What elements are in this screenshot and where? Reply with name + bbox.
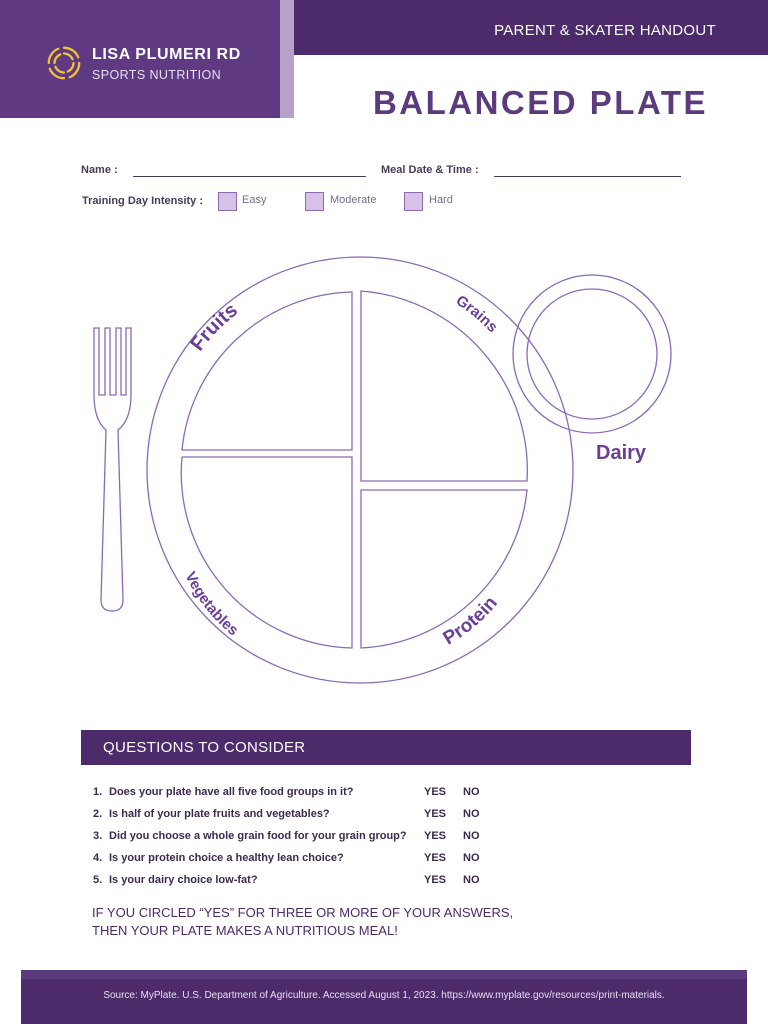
dairy-cup-outer [512, 274, 672, 434]
easy-checkbox[interactable] [218, 192, 237, 211]
questions-title: QUESTIONS TO CONSIDER [103, 739, 306, 756]
plate-rim [146, 256, 574, 684]
question-text: Does your plate have all five food group… [109, 786, 354, 798]
question-text: Is your protein choice a healthy lean ch… [109, 852, 344, 864]
question-row: 5. Is your dairy choice low-fat? YES NO [93, 874, 513, 892]
question-row: 3. Did you choose a whole grain food for… [93, 830, 513, 848]
footer-accent [21, 970, 747, 979]
dairy-label: Dairy [596, 442, 647, 464]
no-option[interactable]: NO [463, 808, 480, 820]
brand-name: LISA PLUMERI RD [92, 46, 241, 63]
conclusion-line-1: IF YOU CIRCLED “YES” FOR THREE OR MORE O… [92, 905, 514, 920]
footer: Source: MyPlate. U.S. Department of Agri… [21, 970, 747, 1024]
yes-option[interactable]: YES [424, 874, 447, 886]
yes-option[interactable]: YES [424, 830, 447, 842]
top-band [294, 0, 768, 55]
intensity-label: Training Day Intensity : [82, 195, 204, 207]
no-option[interactable]: NO [463, 874, 480, 886]
fruits-section [181, 291, 353, 451]
question-number: 1. [93, 786, 103, 798]
yes-option[interactable]: YES [424, 852, 447, 864]
question-text: Is your dairy choice low-fat? [109, 874, 258, 886]
dairy-cup-inner [526, 288, 658, 420]
question-text: Is half of your plate fruits and vegetab… [109, 808, 330, 820]
question-number: 5. [93, 874, 103, 886]
protein-label: Protein [440, 593, 502, 650]
brand-stripe [280, 0, 294, 118]
question-number: 2. [93, 808, 103, 820]
grains-section [360, 290, 528, 482]
protein-section [360, 489, 528, 649]
hard-label: Hard [429, 194, 453, 206]
no-option[interactable]: NO [463, 830, 480, 842]
question-row: 4. Is your protein choice a healthy lean… [93, 852, 513, 870]
handout-label: PARENT & SKATER HANDOUT [494, 22, 716, 39]
no-option[interactable]: NO [463, 852, 480, 864]
sun-logo-icon [47, 46, 81, 80]
question-row: 2. Is half of your plate fruits and vege… [93, 808, 513, 826]
no-option[interactable]: NO [463, 786, 480, 798]
source-citation: Source: MyPlate. U.S. Department of Agri… [103, 990, 665, 1001]
moderate-label: Moderate [330, 194, 377, 206]
vegetables-section [180, 456, 353, 649]
brand-box [0, 0, 280, 118]
question-number: 3. [93, 830, 103, 842]
page-title: BALANCED PLATE [372, 84, 708, 121]
question-row: 1. Does your plate have all five food gr… [93, 786, 513, 804]
brand-subtitle: SPORTS NUTRITION [92, 68, 222, 82]
meal-date-field[interactable] [494, 176, 681, 177]
yes-option[interactable]: YES [424, 808, 447, 820]
vegetables-label: Vegetables [181, 569, 241, 639]
question-number: 4. [93, 852, 103, 864]
yes-option[interactable]: YES [424, 786, 447, 798]
easy-label: Easy [242, 194, 267, 206]
conclusion-text: IF YOU CIRCLED “YES” FOR THREE OR MORE O… [92, 904, 572, 940]
meal-date-label: Meal Date & Time : [381, 164, 479, 176]
name-field[interactable] [133, 176, 366, 177]
moderate-checkbox[interactable] [305, 192, 324, 211]
name-label: Name : [81, 164, 118, 176]
conclusion-line-2: THEN YOUR PLATE MAKES A NUTRITIOUS MEAL! [92, 923, 398, 938]
hard-checkbox[interactable] [404, 192, 423, 211]
fork-icon [93, 327, 132, 612]
questions-header: QUESTIONS TO CONSIDER [81, 730, 691, 765]
question-text: Did you choose a whole grain food for yo… [109, 830, 407, 842]
fruits-label: Fruits [186, 299, 241, 355]
